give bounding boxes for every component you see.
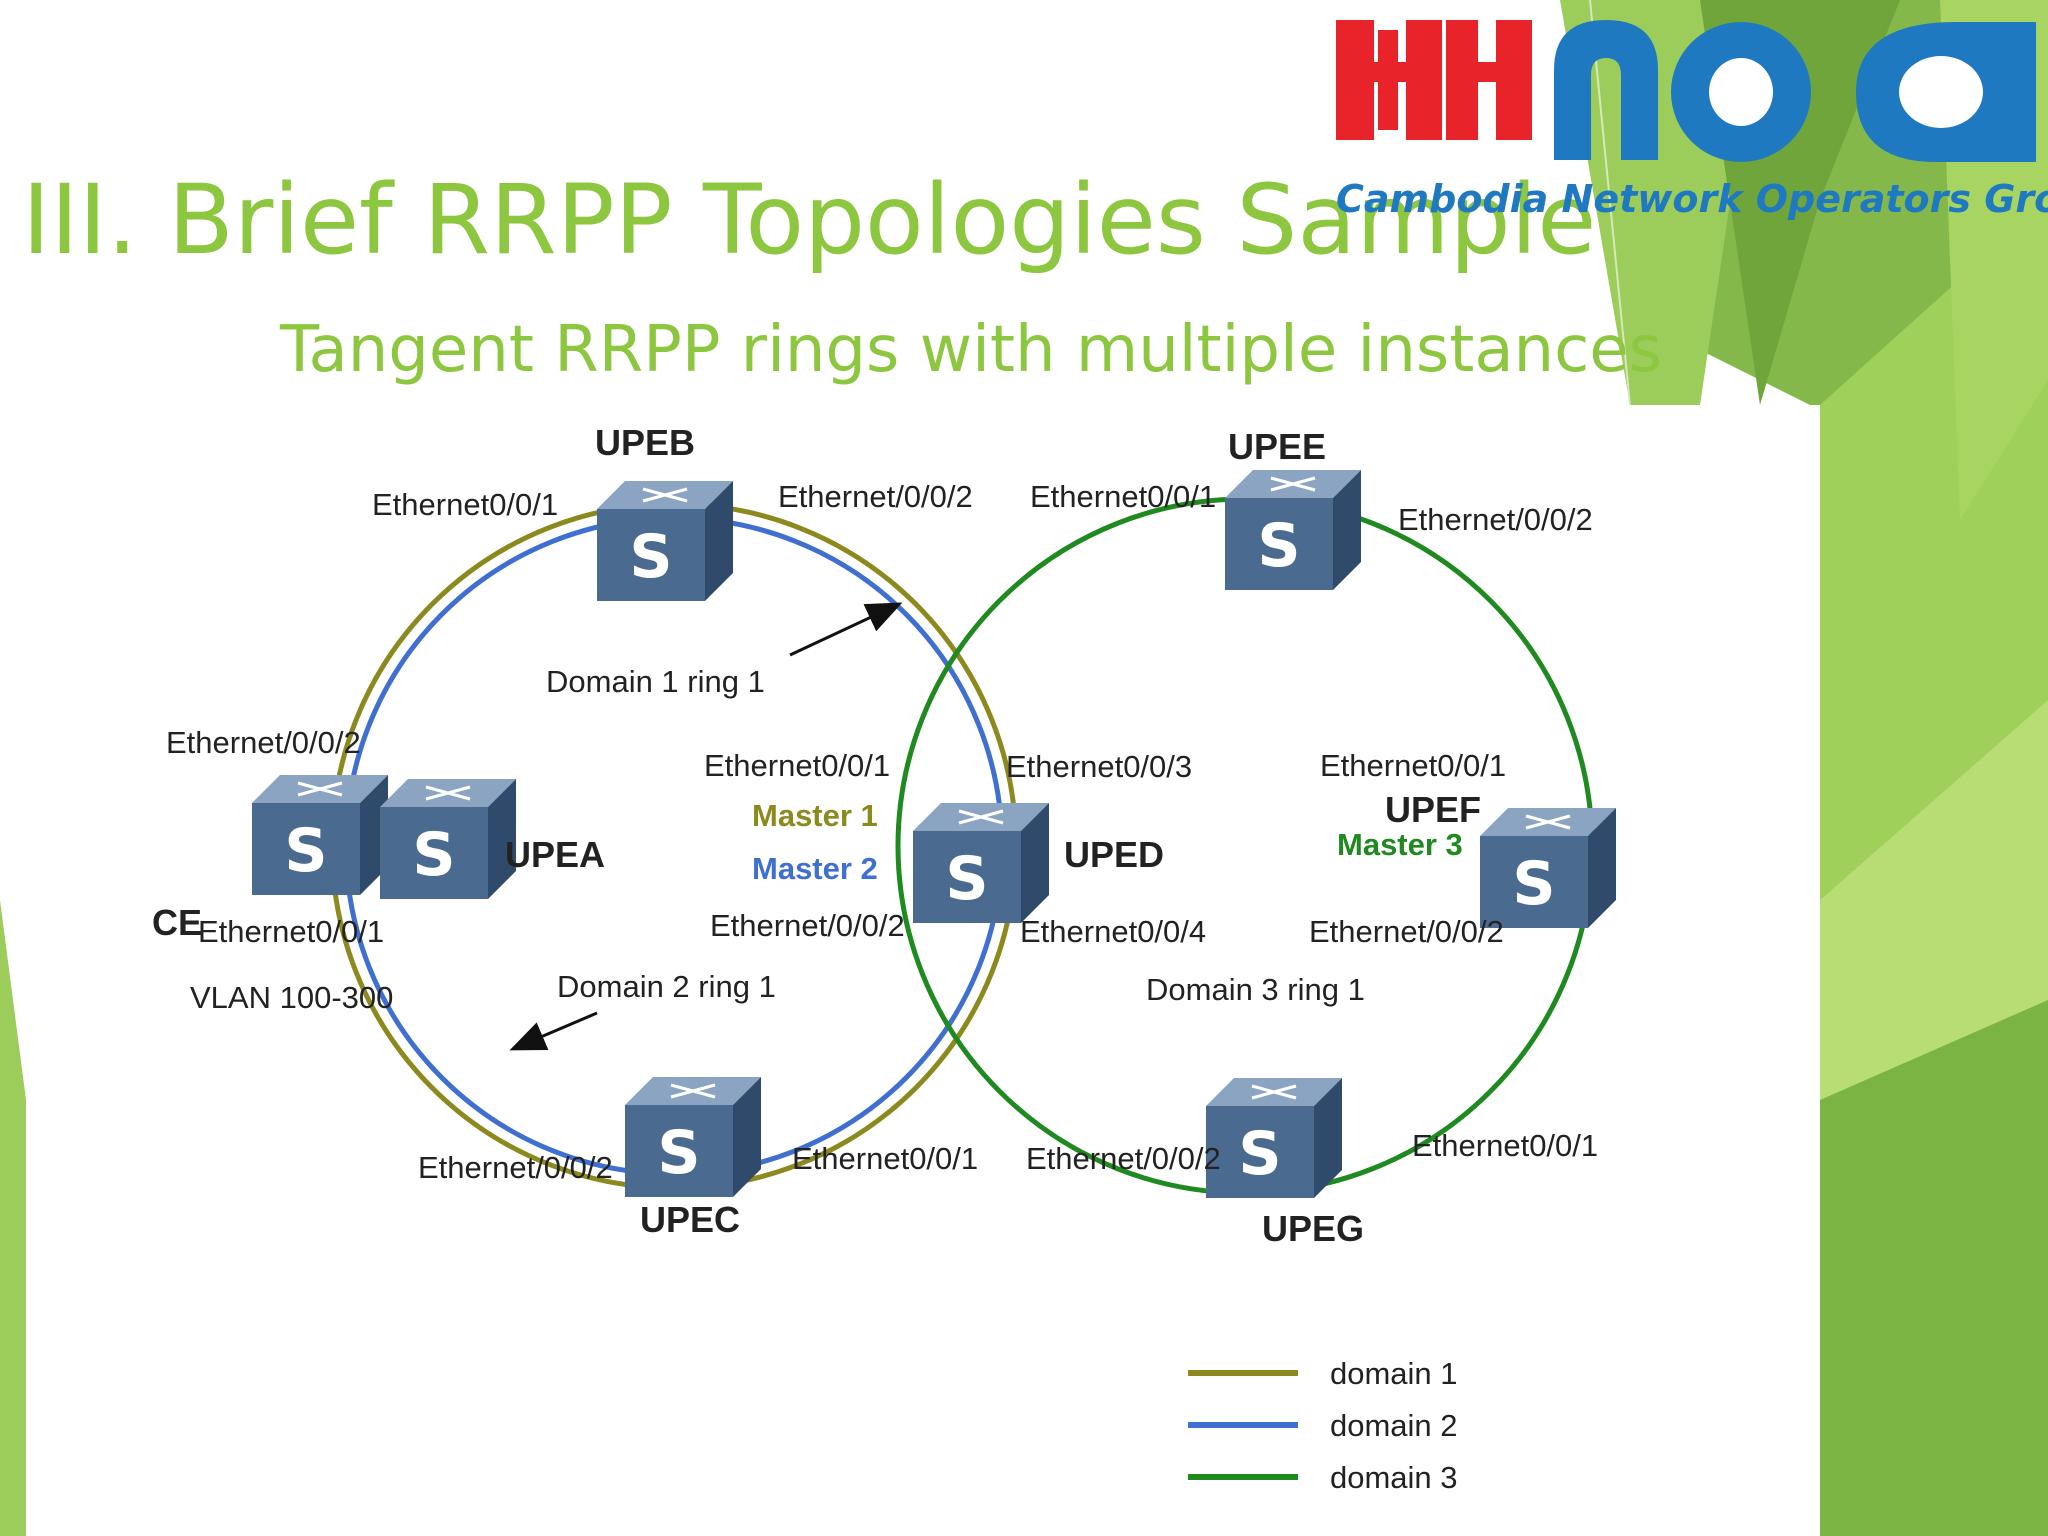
nog-mark: [1554, 20, 2036, 162]
logo-tagline: Cambodia Network Operators Group: [1336, 177, 2048, 221]
upeg-switch-icon[interactable]: S: [1206, 1078, 1342, 1198]
upeb-label: UPEB: [595, 422, 695, 463]
upeg-switch-side: [1314, 1078, 1342, 1198]
upef-port-bottom: Ethernet/0/0/2: [1309, 914, 1504, 949]
upec-switch-icon[interactable]: S: [625, 1077, 761, 1197]
slide-subtitle: Tangent RRPP rings with multiple instanc…: [280, 313, 1662, 387]
upec-switch-arrows: [670, 1083, 716, 1099]
domain1-ring-label: Domain 1 ring 1: [546, 664, 765, 699]
uped-port-bottom-left: Ethernet/0/0/2: [710, 908, 905, 943]
upea-switch-letter: S: [412, 820, 455, 890]
upeg-label: UPEG: [1262, 1208, 1364, 1249]
domain2-arrow: [509, 1011, 598, 1051]
upeb-switch-letter: S: [629, 522, 672, 592]
upee-label: UPEE: [1228, 426, 1326, 467]
upea-switch-icon[interactable]: S: [380, 779, 516, 899]
ce-switch-front: [252, 803, 360, 895]
upee-port-left: Ethernet0/0/1: [1030, 479, 1216, 514]
upea-label: UPEA: [505, 834, 605, 875]
ce-switch-letter: S: [284, 816, 327, 886]
upeb-switch-icon[interactable]: S: [597, 481, 733, 601]
master1-label: Master 1: [752, 798, 878, 833]
upeb-switch-arrows: [642, 487, 688, 503]
upee-switch-arrows: [1270, 476, 1316, 492]
upec-port-left: Ethernet/0/0/2: [418, 1150, 613, 1185]
upeb-switch-side: [705, 481, 733, 601]
upef-switch-letter: S: [1512, 849, 1555, 919]
legend-label-2: domain 2: [1330, 1408, 1458, 1443]
upef-label: UPEF: [1385, 789, 1481, 830]
khnog-logo: Cambodia Network Operators Group: [1336, 20, 2048, 221]
master3-label: Master 3: [1337, 827, 1463, 862]
uped-port-bottom-right: Ethernet0/0/4: [1020, 914, 1206, 949]
upef-switch-side: [1588, 808, 1616, 928]
uped-switch-arrows: [958, 809, 1004, 825]
uped-switch-side: [1021, 803, 1049, 923]
uped-port-top-left: Ethernet0/0/1: [704, 748, 890, 783]
upeg-port-right: Ethernet0/0/1: [1412, 1128, 1598, 1163]
upea-port-top: Ethernet/0/0/2: [166, 725, 361, 760]
upec-label: UPEC: [640, 1199, 740, 1240]
upee-switch-front: [1225, 498, 1333, 590]
vlan-label: VLAN 100-300: [190, 980, 393, 1015]
upef-switch-icon[interactable]: S: [1480, 808, 1616, 928]
master2-label: Master 2: [752, 851, 878, 886]
ce-label: CE: [152, 902, 202, 943]
uped-switch-icon[interactable]: S: [913, 803, 1049, 923]
upec-switch-letter: S: [657, 1118, 700, 1188]
upea-switch-arrows: [425, 785, 471, 801]
kh-mark: [1336, 20, 1532, 140]
uped-label: UPED: [1064, 834, 1164, 875]
upee-switch-icon[interactable]: S: [1225, 470, 1361, 590]
upef-switch-front: [1480, 836, 1588, 928]
upec-switch-front: [625, 1105, 733, 1197]
upeg-switch-letter: S: [1238, 1119, 1281, 1189]
upee-switch-letter: S: [1257, 511, 1300, 581]
ce-switch-arrows: [297, 781, 343, 797]
upeb-port-left: Ethernet0/0/1: [372, 487, 558, 522]
upeb-switch-front: [597, 509, 705, 601]
upeg-port-left: Ethernet/0/0/2: [1026, 1141, 1221, 1176]
legend-label-1: domain 1: [1330, 1356, 1458, 1391]
domain3-ring-label: Domain 3 ring 1: [1146, 972, 1365, 1007]
upef-port-top: Ethernet0/0/1: [1320, 748, 1506, 783]
upea-port-bottom: Ethernet0/0/1: [198, 914, 384, 949]
uped-switch-letter: S: [945, 844, 988, 914]
domain2-ring-label: Domain 2 ring 1: [557, 969, 776, 1004]
upeb-port-right: Ethernet/0/0/2: [778, 479, 973, 514]
uped-switch-front: [913, 831, 1021, 923]
slide-title: III. Brief RRPP Topologies Sample: [22, 164, 1597, 276]
upea-switch-front: [380, 807, 488, 899]
ce-switch-icon[interactable]: S: [252, 775, 388, 895]
upee-switch-side: [1333, 470, 1361, 590]
legend-label-3: domain 3: [1330, 1460, 1458, 1495]
rrpp-topology-diagram: S S S S S S S S UPEB UPEE UPEA CE UPED UPEF UPEC UPEG Et…: [110, 405, 1820, 1536]
upeg-switch-arrows: [1251, 1084, 1297, 1100]
upec-switch-side: [733, 1077, 761, 1197]
upea-switch-side: [488, 779, 516, 899]
domain1-arrow: [789, 602, 903, 657]
upef-switch-arrows: [1525, 814, 1571, 830]
uped-port-top-right: Ethernet0/0/3: [1006, 749, 1192, 784]
upeg-switch-front: [1206, 1106, 1314, 1198]
upec-port-right: Ethernet0/0/1: [792, 1141, 978, 1176]
upee-port-right: Ethernet/0/0/2: [1398, 502, 1593, 537]
